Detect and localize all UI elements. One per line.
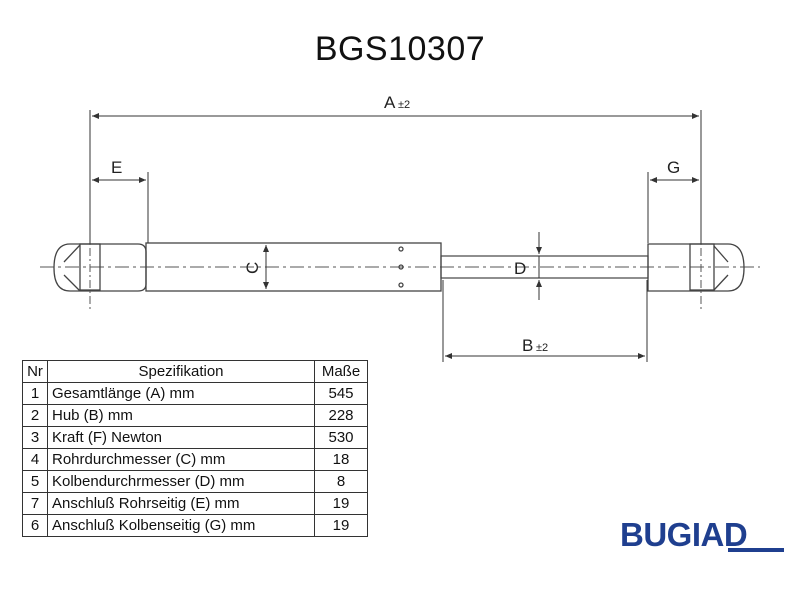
dimension-c-label: C	[243, 262, 262, 274]
row-spec: Gesamtlänge (A) mm	[47, 382, 315, 405]
table-row: 6 Anschluß Kolbenseitig (G) mm 19	[22, 514, 368, 537]
row-value: 19	[314, 492, 368, 515]
dimension-d-label: D	[514, 259, 526, 278]
dimension-g-label: G	[667, 158, 680, 177]
header-nr: Nr	[22, 360, 48, 383]
piston-end-fitting	[647, 243, 745, 292]
dimension-a-tolerance: ±2	[398, 99, 410, 111]
row-value: 228	[314, 404, 368, 427]
logo-underline	[728, 548, 784, 552]
table-row: 4 Rohrdurchmesser (C) mm 18	[22, 448, 368, 471]
row-spec: Hub (B) mm	[47, 404, 315, 427]
row-value: 19	[314, 514, 368, 537]
bugiad-logo: BUGIAD	[620, 516, 748, 553]
part-number-title: BGS10307	[314, 30, 486, 68]
dimension-b	[442, 280, 648, 362]
row-nr: 1	[22, 382, 48, 405]
table-row: 2 Hub (B) mm 228	[22, 404, 368, 427]
dimension-b-label: B	[522, 336, 533, 355]
dimension-e-label: E	[111, 158, 122, 177]
row-nr: 4	[22, 448, 48, 471]
row-spec: Rohrdurchmesser (C) mm	[47, 448, 315, 471]
row-value: 18	[314, 448, 368, 471]
dimension-e	[92, 172, 149, 243]
row-spec: Anschluß Kolbenseitig (G) mm	[47, 514, 315, 537]
table-row: 7 Anschluß Rohrseitig (E) mm 19	[22, 492, 368, 515]
dimension-b-tolerance: ±2	[536, 342, 548, 354]
row-spec: Anschluß Rohrseitig (E) mm	[47, 492, 315, 515]
row-nr: 3	[22, 426, 48, 449]
table-row: 1 Gesamtlänge (A) mm 545	[22, 382, 368, 405]
table-row: 3 Kraft (F) Newton 530	[22, 426, 368, 449]
row-nr: 5	[22, 470, 48, 493]
table-row: 5 Kolbendurchrmesser (D) mm 8	[22, 470, 368, 493]
row-spec: Kraft (F) Newton	[47, 426, 315, 449]
header-spec: Spezifikation	[47, 360, 315, 383]
header-value: Maße	[314, 360, 368, 383]
row-value: 545	[314, 382, 368, 405]
table-header-row: Nr Spezifikation Maße	[22, 360, 368, 383]
row-nr: 6	[22, 514, 48, 537]
dimension-a	[89, 110, 702, 244]
row-nr: 7	[22, 492, 48, 515]
specification-table: Nr Spezifikation Maße 1 Gesamtlänge (A) …	[22, 360, 368, 537]
row-nr: 2	[22, 404, 48, 427]
row-spec: Kolbendurchrmesser (D) mm	[47, 470, 315, 493]
dimension-g	[647, 172, 699, 243]
dimension-a-label: A	[384, 93, 396, 112]
row-value: 530	[314, 426, 368, 449]
row-value: 8	[314, 470, 368, 493]
